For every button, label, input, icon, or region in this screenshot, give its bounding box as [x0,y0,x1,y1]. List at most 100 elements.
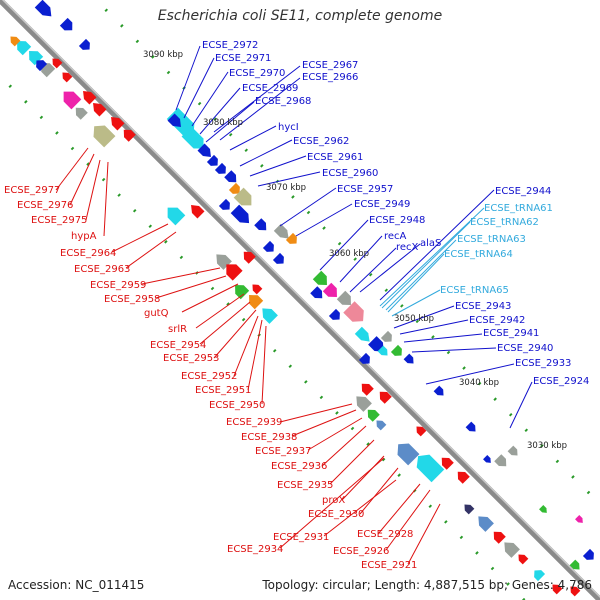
forward-gene-arrow[interactable] [358,352,373,367]
forward-gene-arrow[interactable] [575,515,585,525]
gene-label[interactable]: ECSE_2924 [533,376,589,387]
gene-label[interactable]: ECSE_2969 [242,83,298,94]
gene-label[interactable]: ECSE_2966 [302,72,358,83]
gene-label[interactable]: alaS [420,238,441,249]
forward-gene-arrow[interactable] [181,126,209,154]
reverse-gene-arrow[interactable] [25,47,44,66]
forward-gene-arrow[interactable] [197,143,215,161]
gene-label[interactable]: ECSE_2941 [483,328,539,339]
gene-label[interactable]: hycI [278,122,299,133]
reverse-gene-arrow[interactable] [414,424,427,437]
reverse-gene-arrow[interactable] [352,392,372,412]
gene-label[interactable]: ECSE_2972 [202,40,258,51]
forward-gene-arrow[interactable] [465,421,479,435]
gene-label[interactable]: ECSE_2942 [469,315,525,326]
reverse-gene-arrow[interactable] [72,104,88,120]
reverse-gene-arrow[interactable] [33,57,48,72]
forward-gene-arrow[interactable] [59,17,76,34]
reverse-gene-arrow[interactable] [163,203,186,226]
gene-label[interactable]: recX [396,242,419,253]
gene-label[interactable]: ECSE_2971 [215,53,271,64]
gene-label[interactable]: proX [322,495,345,506]
trna-label[interactable]: ECSE_tRNA61 [484,203,553,214]
gene-label[interactable]: ECSE_2926 [333,546,389,557]
reverse-gene-arrow[interactable] [13,37,32,56]
gene-label[interactable]: ECSE_2949 [354,199,410,210]
forward-gene-arrow[interactable] [285,232,300,247]
reverse-gene-arrow[interactable] [50,56,63,69]
reverse-gene-arrow[interactable] [364,406,380,422]
reverse-gene-arrow[interactable] [37,59,56,78]
forward-gene-arrow[interactable] [214,162,229,177]
gene-label[interactable]: ECSE_2944 [495,186,551,197]
forward-gene-arrow[interactable] [262,240,277,255]
forward-gene-arrow[interactable] [310,286,326,302]
reverse-gene-arrow[interactable] [374,418,387,431]
forward-gene-arrow[interactable] [272,252,287,267]
gene-label[interactable]: gutQ [144,308,169,319]
trna-label[interactable]: ECSE_tRNA65 [440,285,509,296]
forward-gene-arrow[interactable] [380,330,395,345]
reverse-gene-arrow[interactable] [474,512,494,532]
forward-gene-arrow[interactable] [494,454,510,470]
gene-label[interactable]: ECSE_2977 [4,185,60,196]
gene-label[interactable]: ECSE_2940 [497,343,553,354]
forward-gene-arrow[interactable] [230,204,254,228]
gene-label[interactable]: ECSE_2962 [293,136,349,147]
forward-gene-arrow[interactable] [354,326,373,345]
reverse-gene-arrow[interactable] [490,528,506,544]
reverse-gene-arrow[interactable] [376,388,392,404]
gene-label[interactable]: ECSE_2964 [60,248,116,259]
reverse-gene-arrow[interactable] [358,380,374,396]
forward-gene-arrow[interactable] [336,290,355,309]
reverse-gene-arrow[interactable] [212,250,232,270]
gene-label[interactable]: ECSE_2938 [241,432,297,443]
reverse-gene-arrow[interactable] [221,259,243,281]
gene-label[interactable]: ECSE_2957 [337,184,393,195]
forward-gene-arrow[interactable] [483,455,493,465]
reverse-gene-arrow[interactable] [108,114,125,131]
reverse-gene-arrow[interactable] [568,584,581,597]
gene-label[interactable]: ECSE_2975 [31,215,87,226]
gene-label[interactable]: ECSE_2934 [227,544,283,555]
reverse-gene-arrow[interactable] [438,454,454,470]
reverse-gene-arrow[interactable] [80,88,97,105]
forward-gene-arrow[interactable] [312,270,331,289]
reverse-gene-arrow[interactable] [245,291,264,310]
forward-gene-arrow[interactable] [78,38,93,53]
gene-label[interactable]: ECSE_2960 [322,168,378,179]
gene-label[interactable]: ECSE_2931 [273,532,329,543]
gene-label[interactable]: ECSE_2937 [255,446,311,457]
gene-label[interactable]: ECSE_2948 [369,215,425,226]
forward-gene-arrow[interactable] [206,154,221,169]
reverse-gene-arrow[interactable] [454,468,470,484]
reverse-gene-arrow[interactable] [500,538,520,558]
reverse-gene-arrow[interactable] [8,34,21,47]
forward-gene-arrow[interactable] [507,445,521,459]
gene-label[interactable]: ECSE_2928 [357,529,413,540]
gene-label[interactable]: srlR [168,324,187,335]
reverse-gene-arrow[interactable] [412,450,445,483]
reverse-gene-arrow[interactable] [250,282,263,295]
forward-gene-arrow[interactable] [224,170,240,186]
forward-gene-arrow[interactable] [34,0,56,20]
forward-gene-arrow[interactable] [539,505,549,515]
reverse-gene-arrow[interactable] [258,304,278,324]
gene-label[interactable]: ECSE_2936 [271,461,327,472]
reverse-gene-arrow[interactable] [120,126,136,142]
gene-label[interactable]: ECSE_2961 [307,152,363,163]
gene-label[interactable]: ECSE_2968 [255,96,311,107]
reverse-gene-arrow[interactable] [60,70,73,83]
gene-label[interactable]: hypA [71,231,97,242]
reverse-gene-arrow[interactable] [188,202,205,219]
reverse-gene-arrow[interactable] [462,502,475,515]
reverse-gene-arrow[interactable] [550,582,563,595]
forward-gene-arrow[interactable] [569,559,583,573]
gene-label[interactable]: ECSE_2933 [515,358,571,369]
gene-label[interactable]: ECSE_2935 [277,480,333,491]
forward-gene-arrow[interactable] [582,548,597,563]
gene-label[interactable]: ECSE_2953 [163,353,219,364]
trna-label[interactable]: ECSE_tRNA62 [470,217,539,228]
gene-label[interactable]: ECSE_2921 [361,560,417,571]
gene-label[interactable]: ECSE_2954 [150,340,206,351]
